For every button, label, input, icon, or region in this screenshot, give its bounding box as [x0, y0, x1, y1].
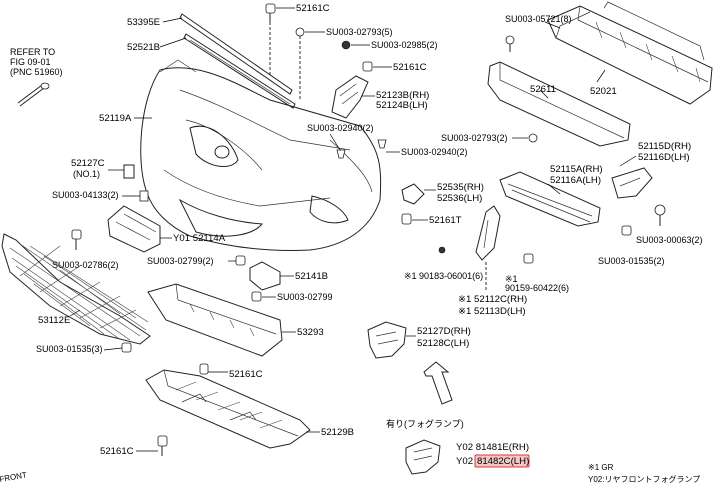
label-su00063-2: SU003-00063(2) [636, 235, 703, 245]
bracket-52535: 52535(RH) 52536(LH) [401, 182, 484, 205]
label-52129B: 52129B [321, 427, 354, 438]
label-su02940-a: SU003-02940(2) [307, 123, 374, 133]
label-52161T: 52161T [429, 215, 462, 226]
label-52112C: ※1 52112C(RH) [458, 294, 527, 305]
absorber-52611: 52611 [487, 61, 631, 147]
bolt-52161C-mid: 52161C [362, 61, 427, 73]
label-52161C-bot: 52161C [100, 446, 134, 457]
bolt-52161C-bot: 52161C [100, 435, 168, 457]
bracket-52114A: Y01 52114A [107, 205, 226, 253]
refer-line3: (PNC 51960) [10, 67, 63, 77]
clip-su003-05721-8: SU003-05721(8) [505, 14, 572, 52]
label-su04133-2: SU003-04133(2) [52, 190, 119, 200]
label-su02799: SU003-02799 [277, 292, 333, 302]
label-52127C-no: (NO.1) [73, 169, 100, 179]
label-y02-prefix: Y02 [456, 456, 473, 467]
lower-grille-53112E: 53112E [1, 233, 151, 345]
label-su02786-2: SU003-02786(2) [52, 260, 119, 270]
clip-su003-04133-2: SU003-04133(2) [52, 190, 149, 202]
bracket-52141B: 52141B [249, 261, 328, 291]
highlight-box [474, 454, 530, 468]
label-su01535-2: SU003-01535(2) [598, 256, 665, 266]
label-52127D: 52127D(RH) [417, 326, 471, 337]
label-53112E: 53112E [38, 315, 70, 326]
arrow-icon [423, 361, 453, 405]
label-su02940-b: SU003-02940(2) [401, 147, 468, 157]
label-su02985-2: SU003-02985(2) [371, 40, 438, 50]
clip-su003-02940-a: SU003-02940(2) [307, 123, 374, 159]
label-su02793-2: SU003-02793(2) [441, 133, 508, 143]
clip-su003-02940-b: SU003-02940(2) [377, 139, 468, 157]
clip-su003-02793-5: SU003-02793(5) [295, 27, 393, 100]
label-52115D: 52115D(RH) [638, 141, 691, 152]
grille-strip-52521B: 52521B [127, 33, 296, 109]
label-52127C: 52127C [71, 158, 105, 169]
label-52161C-top: 52161C [296, 3, 330, 14]
refer-note: REFER TO FIG 09-01 (PNC 51960) [10, 47, 63, 107]
label-52141B: 52141B [295, 271, 328, 282]
fog-option: 有り(フォグランプ) Y02 81481E(RH) Y02 81482C(LH) [386, 418, 530, 475]
bracket-52127C: 52127C (NO.1) [71, 158, 135, 179]
bracket-52123B: 52123B(RH) 52124B(LH) [331, 75, 429, 119]
label-52161C-mid: 52161C [393, 62, 427, 73]
reinforcement-52021: 52021 [547, 1, 713, 105]
corner-note-2: Y02:リヤフロントフォグランプ [588, 474, 700, 484]
bumper-cover-52119A: 52119A [99, 59, 382, 251]
corner-note-1: ※1 GR [588, 463, 614, 472]
retainer-52115A: 52115A(RH) 52116A(LH) [499, 164, 653, 227]
label-y02-81481E: Y02 81481E(RH) [456, 442, 529, 453]
label-52124B: 52124B(LH) [376, 100, 428, 111]
bracket-52115D: 52115D(RH) 52116D(LH) [619, 141, 691, 167]
piece-52127D: 52127D(RH) 52128C(LH) [367, 321, 471, 359]
label-52113D: ※1 52113D(LH) [458, 306, 526, 317]
label-81482C: 81482C(LH) [477, 456, 529, 467]
side-piece-52112C: ※1 52112C(RH) ※1 52113D(LH) [458, 205, 527, 317]
label-y01-52114A: Y01 52114A [173, 233, 226, 244]
fog-note: 有り(フォグランプ) [386, 418, 464, 429]
label-90159-mark: ※1 [505, 274, 518, 284]
label-su02799-2: SU003-02799(2) [147, 256, 214, 266]
label-52021: 52021 [590, 86, 617, 97]
refer-line2: FIG 09-01 [10, 57, 51, 67]
label-su05721-8: SU003-05721(8) [505, 14, 572, 24]
label-52536: 52536(LH) [437, 193, 482, 204]
clip-su003-02793-2: SU003-02793(2) [441, 133, 538, 143]
refer-line1: REFER TO [10, 47, 55, 57]
clip-su003-02985-2: SU003-02985(2) [341, 40, 438, 50]
label-su02793-5: SU003-02793(5) [326, 27, 393, 37]
label-52119A: 52119A [99, 113, 132, 124]
bolt-52161C-low: 52161C [199, 363, 263, 380]
label-52611: 52611 [530, 84, 556, 95]
bolt-52161T: 52161T [401, 213, 462, 226]
label-53293: 53293 [297, 327, 324, 338]
label-52128C: 52128C(LH) [417, 338, 469, 349]
lower-shield-52129B: 52129B [145, 369, 354, 449]
bolt-su003-02799: SU003-02799 [251, 291, 333, 302]
bolt-su003-01535-2: SU003-01535(2) [523, 253, 665, 266]
label-52123B: 52123B(RH) [376, 90, 429, 101]
label-52116D: 52116D(LH) [638, 152, 690, 163]
label-52535: 52535(RH) [437, 182, 484, 193]
rod-part [17, 82, 50, 107]
label-52116A: 52116A(LH) [550, 175, 601, 186]
upper-molding-53395E: 53395E [127, 13, 293, 95]
under-cover-53293: 53293 [147, 283, 324, 357]
label-52115A: 52115A(RH) [550, 164, 603, 175]
bolt-su003-02786-2: SU003-02786(2) [52, 229, 119, 270]
label-su01535-3: SU003-01535(3) [36, 344, 103, 354]
bolt-su003-01535-3: SU003-01535(3) [36, 342, 132, 354]
label-52521B: 52521B [127, 42, 160, 53]
label-90159: 90159-60422(6) [505, 283, 569, 293]
fastener-notes: ※1 90183-06001(6) ※1 90159-60422(6) [404, 246, 569, 293]
front-label: FRONT [0, 470, 28, 484]
bolt-52161C-top: 52161C [265, 3, 330, 75]
front-marker: FRONT [0, 470, 28, 484]
bolt-su003-02799-2: SU003-02799(2) [147, 255, 246, 266]
label-53395E: 53395E [127, 17, 160, 28]
label-52161C-low: 52161C [229, 369, 263, 380]
corner-note: ※1 GR Y02:リヤフロントフォグランプ [588, 463, 700, 484]
label-90183: ※1 90183-06001(6) [404, 271, 483, 281]
bolt-su003-00063-2: SU003-00063(2) [621, 204, 703, 245]
